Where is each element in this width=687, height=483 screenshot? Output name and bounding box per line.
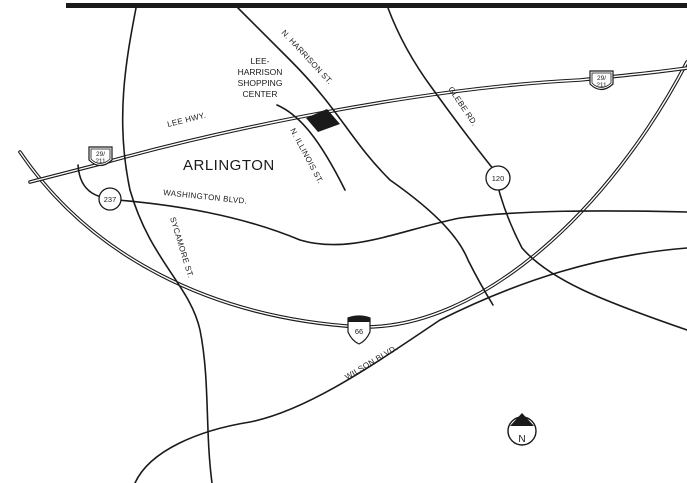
interstate-66-text: 66	[355, 327, 363, 336]
city-label: ARLINGTON	[183, 157, 275, 174]
shopping-center-marker	[306, 109, 340, 132]
sycamore-st-road	[121, 7, 213, 483]
glebe-rd-road	[387, 7, 687, 331]
landmark-label-line4: CENTER	[243, 89, 278, 99]
us29-right-bottom-text: 211	[596, 82, 607, 89]
landmark-label-line1: LEE-	[251, 56, 270, 66]
north-arrow-icon: N	[507, 413, 537, 446]
lee-hwy-label: LEE HWY.	[166, 111, 207, 129]
route-120-shield: 120	[485, 165, 511, 191]
route-120-text: 120	[492, 174, 505, 183]
us29-left-top-text: 29/	[96, 151, 105, 158]
us29-211-shield-right: 29/ 211	[589, 70, 614, 91]
lee-highway-road	[28, 66, 687, 184]
interstate-66-shield: 66	[347, 315, 371, 345]
washington-blvd-road	[77, 164, 687, 246]
wilson-blvd-road	[134, 247, 687, 483]
sycamore-st-label: SYCAMORE ST.	[168, 216, 195, 279]
top-border	[66, 3, 687, 8]
north-label: N	[518, 434, 525, 445]
landmark-label-line2: HARRISON	[238, 67, 283, 77]
us29-left-bottom-text: 211	[95, 158, 106, 165]
us29-211-shield-left: 29/ 211	[88, 146, 113, 167]
us29-right-top-text: 29/	[597, 75, 606, 82]
n-harrison-st-road	[237, 7, 494, 306]
washington-blvd-label: WASHINGTON BLVD.	[163, 188, 248, 206]
route-237-text: 237	[104, 195, 117, 204]
wilson-blvd-label: WILSON BLVD.	[343, 343, 399, 382]
n-illinois-st-label: N. ILLINOIS ST.	[288, 127, 325, 185]
landmark-label-line3: SHOPPING	[238, 78, 283, 88]
n-illinois-st-road	[276, 104, 346, 191]
route-237-shield: 237	[98, 187, 122, 211]
